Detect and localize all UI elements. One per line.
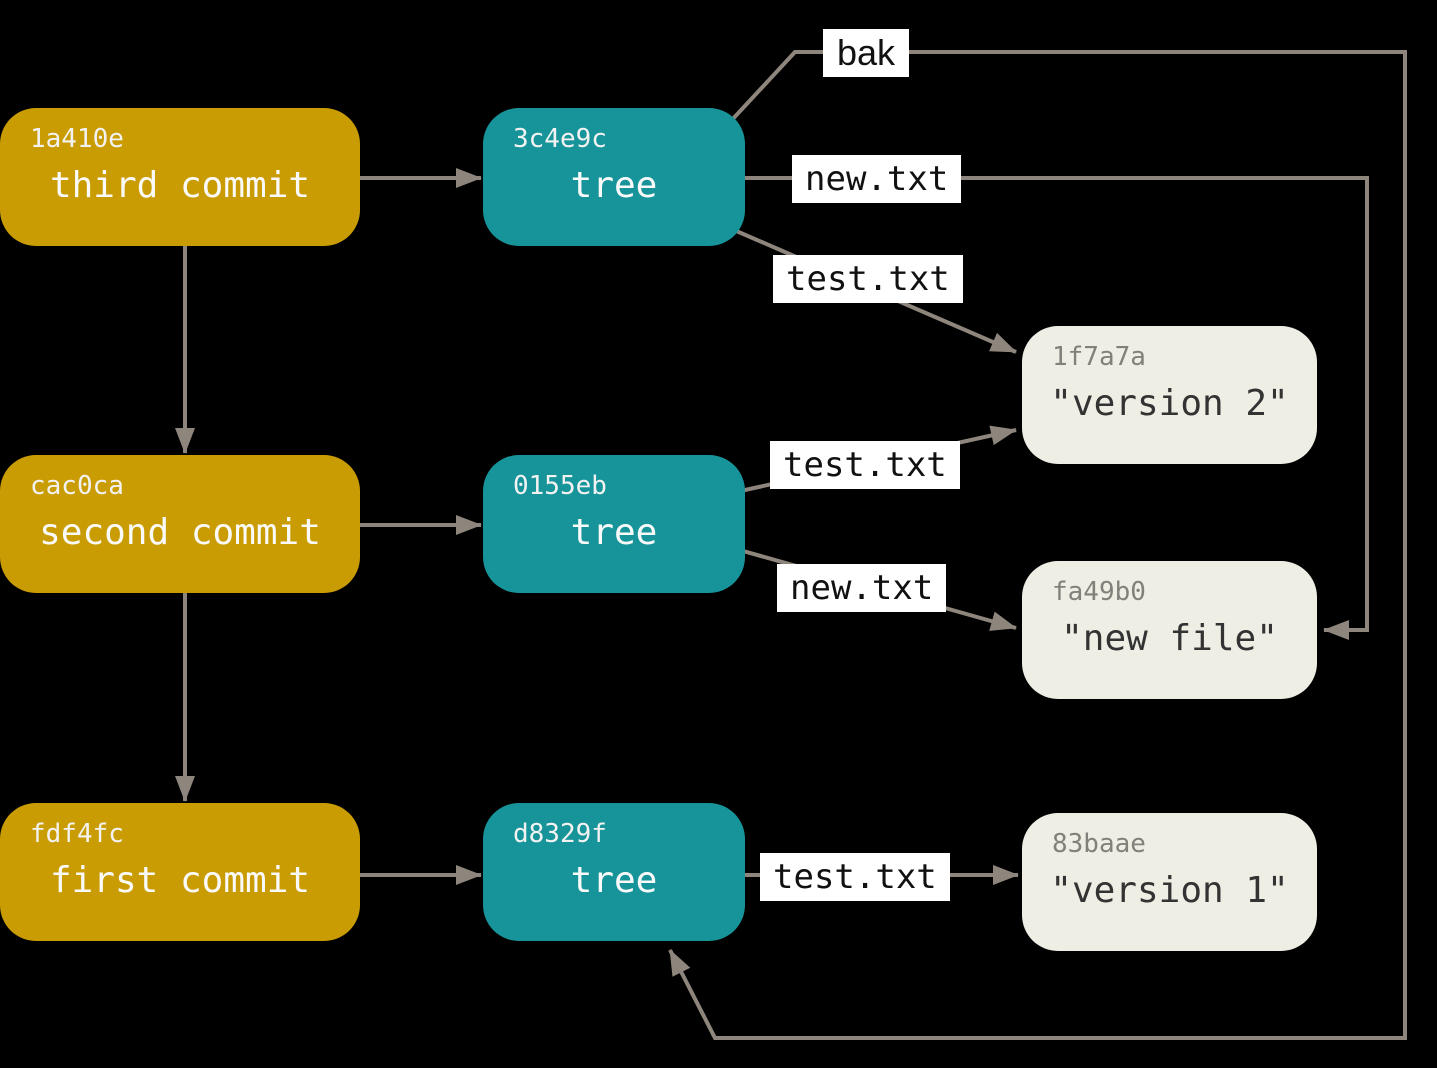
commit-hash: fdf4fc: [30, 819, 124, 849]
tree-label: tree: [570, 511, 658, 553]
commit-node-third: 1a410e third commit: [0, 108, 360, 246]
tree-label: tree: [570, 164, 658, 206]
tree-node-3c4e9c: 3c4e9c tree: [483, 108, 745, 246]
blob-label: "version 1": [1050, 869, 1289, 911]
edge-label-test-txt-bottom: test.txt: [760, 853, 950, 901]
edge-label-new-txt-top: new.txt: [792, 155, 962, 203]
commit-node-second: cac0ca second commit: [0, 455, 360, 593]
tree-node-d8329f: d8329f tree: [483, 803, 745, 941]
edge-label-bak: bak: [823, 29, 910, 77]
edge-label-new-txt-middle: new.txt: [777, 564, 947, 612]
tree-node-0155eb: 0155eb tree: [483, 455, 745, 593]
blob-node-version2: 1f7a7a "version 2": [1022, 326, 1317, 464]
edge-label-test-txt-top: test.txt: [773, 255, 963, 303]
edge-newtxt-to-newfile-blob: [744, 176, 1369, 640]
commit-label: second commit: [39, 511, 321, 553]
edge-bak-to-first-tree: [668, 50, 1407, 1040]
commit-hash: 1a410e: [30, 124, 124, 154]
blob-hash: 1f7a7a: [1052, 342, 1146, 372]
blob-label: "new file": [1061, 617, 1278, 659]
tree-label: tree: [570, 859, 658, 901]
tree-hash: 3c4e9c: [513, 124, 607, 154]
blob-node-newfile: fa49b0 "new file": [1022, 561, 1317, 699]
edge-label-test-txt-middle: test.txt: [770, 441, 960, 489]
commit-hash: cac0ca: [30, 471, 124, 501]
commit-label: third commit: [49, 164, 311, 206]
commit-node-first: fdf4fc first commit: [0, 803, 360, 941]
blob-node-version1: 83baae "version 1": [1022, 813, 1317, 951]
tree-hash: d8329f: [513, 819, 607, 849]
blob-hash: 83baae: [1052, 829, 1146, 859]
blob-hash: fa49b0: [1052, 577, 1146, 607]
blob-label: "version 2": [1050, 382, 1289, 424]
commit-label: first commit: [49, 859, 311, 901]
tree-hash: 0155eb: [513, 471, 607, 501]
